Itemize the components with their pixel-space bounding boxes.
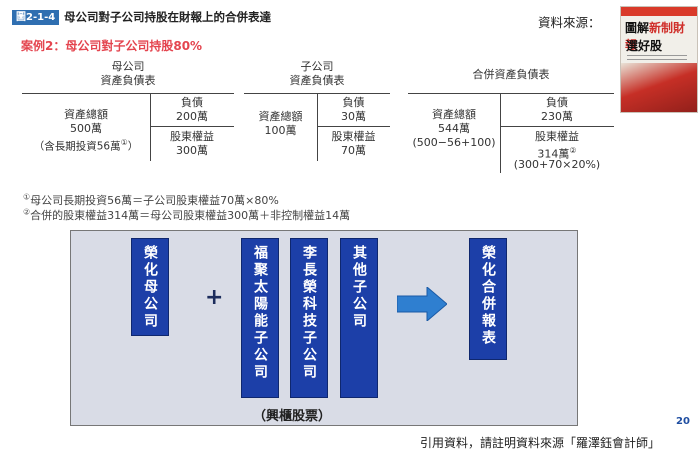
subsidiary-box-2: 李長榮科技子公司 (290, 238, 328, 398)
liabilities-label: 負債 (546, 96, 568, 109)
subsidiary-box-1: 福聚太陽能子公司 (241, 238, 279, 398)
assets-value: 100萬 (264, 124, 297, 137)
equity-value: 70萬 (341, 144, 366, 157)
footnote-1: ①母公司長期投資56萬＝子公司股東權益70萬×80% (23, 192, 279, 208)
plus-sign: + (205, 285, 224, 310)
footnote-2: ②合併的股東權益314萬＝母公司股東權益300萬＋非控制權益14萬 (23, 207, 350, 223)
note-mark: ① (120, 138, 128, 147)
liabilities-label: 負債 (181, 96, 203, 109)
liabilities-value: 200萬 (176, 110, 208, 123)
liabilities-value: 230萬 (541, 110, 573, 123)
sheet-name-line1: 子公司 (300, 60, 334, 73)
sheet-right-split (150, 126, 234, 127)
sheet-top-line (408, 93, 614, 94)
book-cover-lines (627, 55, 687, 60)
subsidiary-label: 其他子公司 (351, 245, 367, 330)
sheet-name: 合併資產負債表 (472, 68, 550, 81)
sheet-right-split (317, 126, 390, 127)
sheet-divider (500, 93, 501, 173)
equity-value: 314萬② (500, 144, 614, 162)
consolidated-report-label: 榮化合併報表 (480, 245, 496, 347)
subsidiary-box-3: 其他子公司 (340, 238, 378, 398)
note-mark: ② (569, 146, 577, 155)
book-title-black: 圖解 (625, 21, 650, 35)
figure-title: 母公司對子公司持股在財報上的合併表達 (64, 10, 271, 24)
case-title: 案例2：母公司對子公司持股80% (21, 39, 203, 53)
source-label: 資料來源： (538, 15, 601, 30)
book-cover-strip (621, 7, 697, 16)
assets-label: 資產總額 (64, 108, 108, 121)
book-cover: 圖解新制財報 選好股 (620, 6, 698, 113)
consolidated-balance-sheet: 合併資產負債表 資產總額 544萬 (500−56+100) 負債 230萬 股… (408, 60, 614, 175)
consolidated-report-box: 榮化合併報表 (469, 238, 507, 360)
equity-value: 300萬 (176, 144, 208, 157)
footnote-text: 母公司長期投資56萬＝子公司股東權益70萬×80% (30, 194, 279, 207)
assets-calc: (500−56+100) (412, 136, 496, 149)
parent-balance-sheet: 母公司 資產負債表 資產總額 500萬 （含長期投資56萬①） 負債 200萬 … (22, 60, 234, 165)
subsidiary-balance-sheet: 子公司 資產負債表 資產總額 100萬 負債 30萬 股東權益 70萬 (244, 60, 390, 165)
sheet-top-line (22, 93, 234, 94)
sheet-divider (150, 93, 151, 161)
book-cover-title: 圖解新制財報 (625, 19, 697, 53)
footer-citation: 引用資料，請註明資料來源「羅澤鈺會計師」 (420, 436, 661, 450)
diagram-caption: （興櫃股票） (253, 409, 332, 424)
equity-label: 股東權益 (535, 130, 579, 143)
assets-label: 資產總額 (432, 108, 476, 121)
equity-calc: (300+70×20%) (513, 158, 601, 171)
liabilities-label: 負債 (342, 96, 365, 109)
assets-note-text: （含長期投資56萬 (33, 140, 121, 153)
book-cover-subtitle: 選好股 (626, 39, 663, 53)
right-arrow-icon (397, 287, 447, 321)
assets-note: （含長期投資56萬①） (22, 136, 150, 154)
note-mark: ① (23, 192, 31, 202)
parent-company-box: 榮化母公司 (131, 238, 169, 336)
page-number: 20 (676, 416, 690, 427)
assets-value: 500萬 (70, 122, 102, 135)
liabilities-value: 30萬 (341, 110, 366, 123)
equity-value-text: 314萬 (537, 147, 570, 161)
sheet-right-split (500, 126, 614, 127)
equity-label: 股東權益 (170, 130, 214, 143)
assets-label: 資產總額 (258, 110, 303, 123)
sheet-name-line2: 資產負債表 (100, 74, 156, 87)
parent-company-label: 榮化母公司 (142, 245, 158, 330)
footnote-text: 合併的股東權益314萬＝母公司股東權益300萬＋非控制權益14萬 (30, 209, 351, 222)
assets-note-end: ） (127, 140, 139, 153)
sheet-name-line2: 資產負債表 (289, 74, 345, 87)
subsidiary-label: 李長榮科技子公司 (301, 245, 317, 381)
assets-value: 544萬 (438, 122, 470, 135)
sheet-divider (317, 93, 318, 161)
subsidiary-label: 福聚太陽能子公司 (252, 245, 268, 381)
equity-label: 股東權益 (331, 130, 376, 143)
book-cover-photo (621, 63, 697, 112)
figure-tag: 圖2-1-4 (12, 10, 60, 25)
book-title-red: 新制財報 (625, 21, 686, 52)
note-mark: ② (23, 207, 31, 217)
sheet-name-line1: 母公司 (111, 60, 145, 73)
